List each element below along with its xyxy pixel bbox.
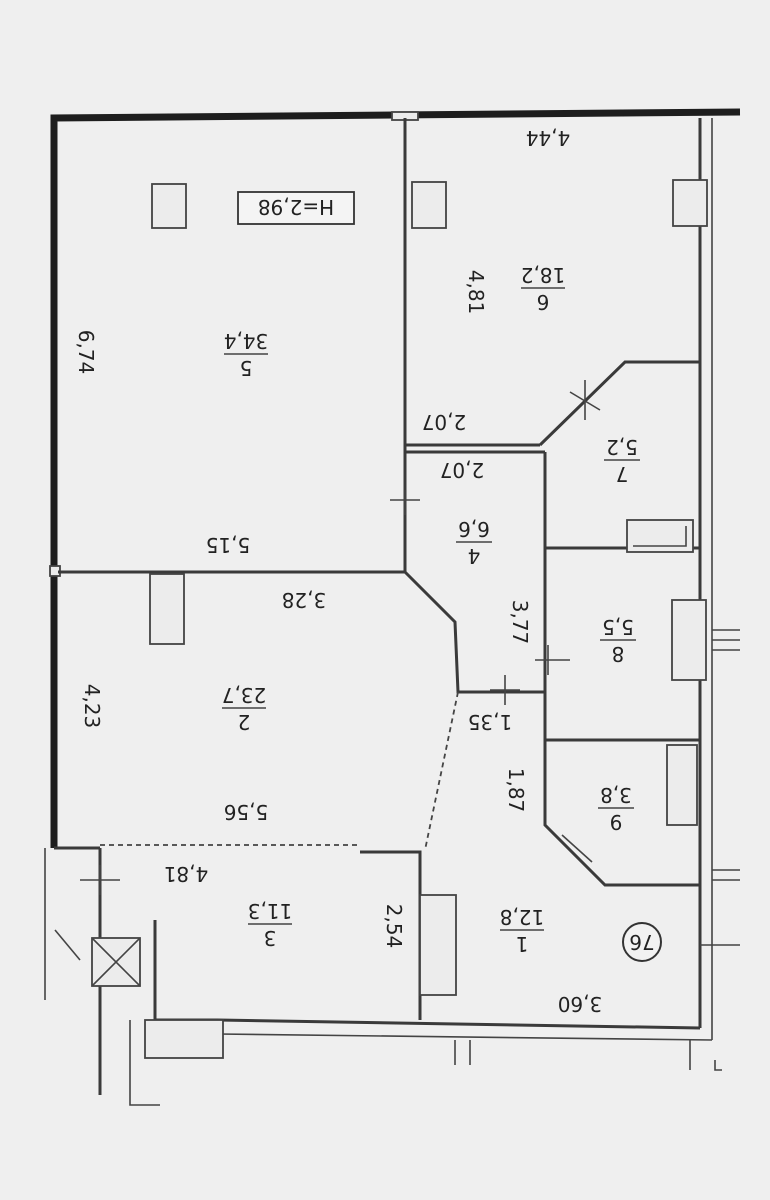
door-mark-2 (390, 490, 420, 515)
stub-right-2 (712, 869, 740, 881)
room-2-area: 23,7 (222, 683, 267, 707)
dimension-5-56: 5,56 (224, 800, 269, 824)
room-9-number: 9 (610, 810, 623, 834)
door-mark-7 (54, 929, 81, 961)
riser-room8 (671, 599, 707, 681)
room-5-label: 5 34,4 (224, 329, 269, 380)
room-1-area: 12,8 (500, 905, 545, 929)
bathtub-room7-inner (633, 526, 687, 547)
room-7-label: 7 5,2 (604, 435, 640, 486)
room-labels: 5 34,4 6 18,2 7 5,2 4 6,6 8 5,5 2 23,7 (222, 263, 640, 956)
dimension-6-74: 6,74 (74, 330, 98, 375)
opening-room2-room1 (424, 691, 459, 851)
flat-number-badge: 76 (622, 922, 662, 962)
room-9-area: 3,8 (600, 783, 632, 807)
wall-room8-room9 (543, 690, 700, 742)
room-6-area: 18,2 (521, 263, 566, 287)
outer-wall-top-left (50, 108, 741, 848)
room-7-number: 7 (616, 462, 629, 486)
dimension-4-44: 4,44 (526, 126, 571, 150)
dimension-3-28: 3,28 (282, 588, 327, 612)
dimension-4-81-room6: 4,81 (464, 270, 488, 315)
room-7-area: 5,2 (606, 435, 638, 459)
dimension-1-35: 1,35 (468, 710, 513, 734)
door-mark-4 (490, 675, 520, 705)
room-9-label: 9 3,8 (598, 783, 634, 834)
room-6-number: 6 (537, 290, 550, 314)
room-4-label: 4 6,6 (456, 517, 492, 568)
room-2-label: 2 23,7 (222, 683, 267, 734)
shaft-box-cross (91, 937, 141, 987)
dimension-3-60: 3,60 (558, 992, 603, 1016)
room-2-number: 2 (238, 710, 251, 734)
column-room5 (151, 183, 187, 229)
bathtub-room7 (626, 519, 694, 553)
vent-box (144, 1019, 224, 1059)
room-4-number: 4 (468, 544, 481, 568)
room-5-area: 34,4 (224, 329, 269, 353)
room-3-area: 11,3 (248, 899, 293, 923)
door-mark-3 (535, 645, 570, 675)
ceiling-height-box: H=2,98 (237, 191, 355, 225)
dimension-2-07-a: 2,07 (422, 410, 467, 434)
column-room6 (411, 181, 447, 229)
room-8-number: 8 (612, 642, 625, 666)
fixtures (91, 179, 708, 1059)
dimension-3-77: 3,77 (508, 600, 532, 645)
column-right (672, 179, 708, 227)
outer-wall-bottom-outer (217, 1033, 713, 1041)
door-mark-1 (569, 380, 601, 420)
ceiling-height-label: H=2,98 (258, 195, 334, 219)
wall-room2-chamfer (403, 570, 545, 694)
outer-walls (49, 108, 741, 1041)
room-8-label: 8 5,5 (600, 615, 636, 666)
room-1-label: 1 12,8 (500, 905, 545, 956)
wall-room7-diagonal (538, 360, 700, 447)
dimension-2-07-b: 2,07 (440, 458, 485, 482)
flat-number: 76 (629, 930, 654, 954)
dimension-2-54: 2,54 (382, 904, 406, 949)
wall-lower-left-2 (153, 920, 218, 1022)
door-mark-5 (561, 834, 593, 863)
column-room2 (149, 573, 185, 645)
dimension-4-23: 4,23 (80, 684, 104, 729)
room-3-label: 3 11,3 (248, 899, 293, 950)
room-6-label: 6 18,2 (521, 263, 566, 314)
room-5-number: 5 (240, 356, 253, 380)
stub-bottom (454, 1040, 691, 1070)
bathtub-room9 (666, 744, 698, 826)
room-3-number: 3 (264, 926, 277, 950)
dimension-labels: 4,44 2,07 2,07 5,15 3,28 1,35 5,56 4,81 … (74, 126, 602, 1016)
stub-bottom-right (714, 1060, 722, 1071)
dimension-1-87: 1,87 (504, 768, 528, 813)
room-4-area: 6,6 (458, 517, 490, 541)
wall-room9-diagonal (543, 740, 700, 887)
door-mark-6 (80, 865, 120, 895)
dimension-5-15: 5,15 (206, 533, 251, 557)
bathtub-room3 (419, 894, 457, 996)
dimension-4-81-room3: 4,81 (164, 862, 209, 886)
stub-right-1 (712, 629, 740, 651)
lower-extension (129, 1020, 160, 1106)
room-1-number: 1 (516, 932, 529, 956)
outer-wall-bottom (217, 1018, 701, 1030)
room-8-area: 5,5 (602, 615, 634, 639)
